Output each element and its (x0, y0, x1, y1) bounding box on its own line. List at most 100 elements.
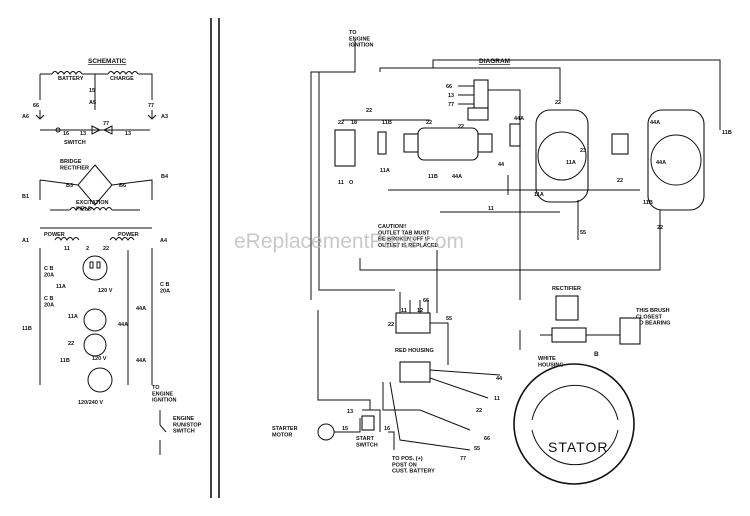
wire-label: 13 (80, 131, 86, 137)
wire-label: O (349, 180, 354, 186)
wire-label: 15 (342, 426, 348, 432)
wire-label: 11B (643, 200, 653, 206)
wire-label: A4 (160, 238, 168, 244)
wire-label: 23 (580, 148, 586, 154)
wire-label: 22 (476, 408, 482, 414)
wire-label: 13 (347, 409, 353, 415)
wire-label: 77 (460, 456, 466, 462)
wire-label: 44A (514, 116, 524, 122)
watermark: eReplacementParts.com (234, 230, 464, 253)
wire-label: 44A (650, 120, 660, 126)
wire-label: 77 (103, 121, 109, 127)
wire-label: A1 (22, 238, 29, 244)
wire-label: 11A (380, 168, 390, 174)
wire-label: 44A (136, 358, 146, 364)
wire-label: 22 (458, 124, 464, 130)
red-housing-lower (399, 361, 431, 383)
capacitor-block (377, 131, 387, 155)
wire-label: 120/240 V (78, 400, 103, 406)
wire-label: POWER (44, 232, 65, 238)
wire-label: 11B (722, 130, 732, 136)
wire-label: 22 (366, 108, 372, 114)
wire-label: 11B (382, 120, 392, 126)
wire-label: 13 (448, 93, 454, 99)
wire-label: B1 (22, 194, 29, 200)
starter-motor (317, 423, 335, 441)
wire-label: A6 (22, 114, 29, 120)
wire-label: 11 (488, 206, 494, 212)
engine-connector (473, 79, 489, 109)
wire-label: RECTIFIER (552, 286, 581, 292)
wire-label: BATTERY (58, 76, 84, 82)
wire-label: 22 (103, 246, 109, 252)
schematic-panel: SCHEMATIC BATTERY CHARGE 15 A5 66 A6 77 … (22, 58, 202, 455)
wire-label: 77 (148, 103, 154, 109)
breaker-assembly (417, 127, 479, 161)
outlet-120v-2b (83, 333, 107, 357)
wire-label: 16 (63, 131, 69, 137)
wire-label: 44A (656, 160, 666, 166)
rectifier (555, 295, 579, 321)
wire-label: 11B (22, 326, 32, 332)
wire-label: 11A (566, 160, 576, 166)
wire-label: 11A (534, 192, 544, 198)
wire-label: 44A (452, 174, 462, 180)
wire-label: POWER (118, 232, 139, 238)
wire-label: 55 (474, 446, 480, 452)
wire-label: 77 (448, 102, 454, 108)
wire-label: 120 V (92, 356, 107, 362)
wire-label: 22 (68, 341, 74, 347)
wire-label: 22 (388, 322, 394, 328)
wire-label: 55 (446, 316, 452, 322)
wire-label: 18 (351, 120, 357, 126)
red-housing-upper (395, 312, 431, 334)
receptacle-1 (535, 109, 589, 203)
wire-label: 11 (64, 246, 70, 252)
start-switch (361, 415, 375, 431)
wire-label: RED HOUSING (395, 348, 434, 354)
white-housing (551, 327, 587, 343)
brush-holder (619, 317, 641, 345)
wire-label: 44 (496, 376, 503, 382)
wire-label: A3 (161, 114, 168, 120)
wire-label: 44A (136, 306, 146, 312)
wire-label: 11 (494, 396, 500, 402)
outlet-120v-1 (82, 255, 108, 281)
wire-label: 11B (60, 358, 70, 364)
wire-label: 120 V (98, 288, 113, 294)
wire-label: 44 (498, 162, 505, 168)
stator (513, 363, 635, 485)
wire-label: 66 (446, 84, 452, 90)
receptacle-2 (647, 109, 705, 211)
wire-label: 2 (86, 246, 89, 252)
diagram-title: DIAGRAM (479, 58, 510, 65)
wire-label: 11B (428, 174, 438, 180)
wire-label: 22 (426, 120, 432, 126)
wire-label: STATOR (548, 439, 608, 455)
wire-label: B4 (161, 174, 169, 180)
wire-label: 66 (484, 436, 490, 442)
wire-label: A5 (89, 100, 96, 106)
outlet-120-240v (87, 367, 113, 393)
wire-label: CHARGE (110, 76, 134, 82)
run-stop-switch (334, 129, 356, 167)
wire-label: 22 (555, 100, 561, 106)
wire-label: B6 (119, 183, 126, 189)
wire-label: B3 (66, 183, 73, 189)
schematic-title: SCHEMATIC (88, 58, 126, 65)
wire-label: SWITCH (64, 140, 86, 146)
